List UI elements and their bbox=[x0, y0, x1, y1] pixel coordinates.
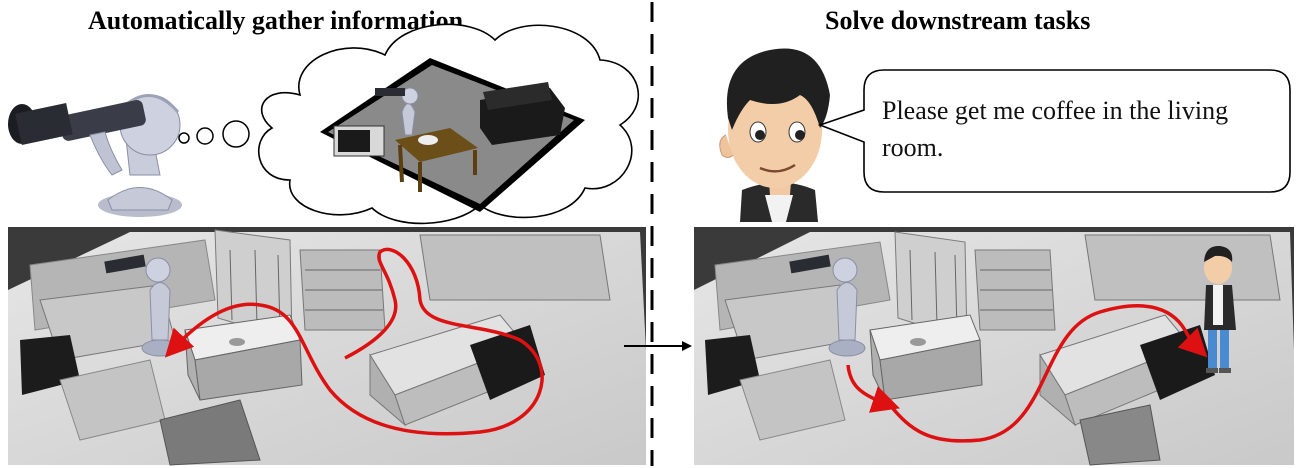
navigation-path-main bbox=[888, 304, 1208, 443]
telescope-robot-icon bbox=[8, 94, 182, 217]
person-avatar-icon bbox=[719, 48, 830, 222]
speech-text: Please get me coffee in the living room. bbox=[882, 96, 1229, 162]
mini-robot-icon bbox=[375, 87, 419, 136]
navigation-path bbox=[846, 364, 900, 413]
speech-bubble-icon bbox=[817, 69, 1291, 193]
sofa-icon bbox=[480, 82, 565, 145]
microwave-icon bbox=[333, 125, 385, 157]
right-panel-title: Solve downstream tasks bbox=[825, 6, 1091, 35]
thought-bubbles bbox=[178, 120, 250, 148]
scene-robot-icon bbox=[104, 254, 179, 357]
right-scene bbox=[694, 227, 1294, 466]
imagined-room bbox=[320, 58, 585, 212]
table-icon bbox=[395, 128, 478, 192]
scene-person-icon bbox=[1204, 245, 1236, 373]
exploration-path bbox=[164, 247, 544, 436]
left-scene bbox=[8, 227, 646, 466]
scene-robot-icon-right bbox=[789, 254, 866, 357]
left-panel-title: Automatically gather information bbox=[88, 6, 464, 35]
